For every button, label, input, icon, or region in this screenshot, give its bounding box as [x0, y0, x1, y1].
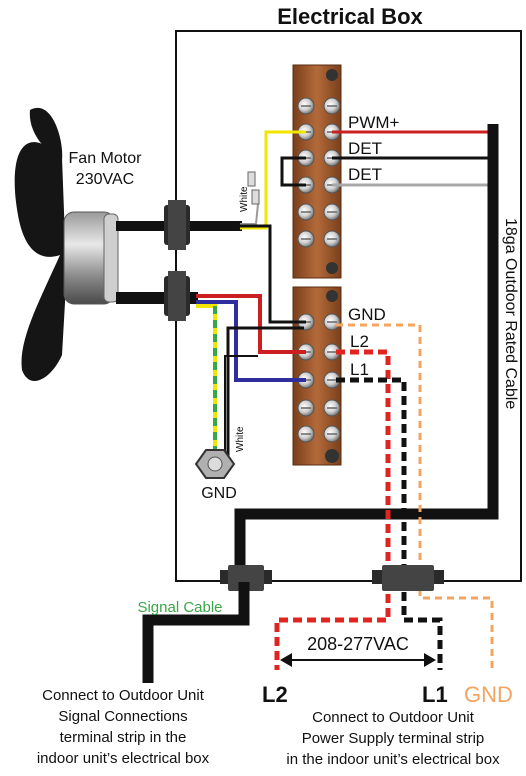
white-wire-label-top: White	[239, 186, 250, 212]
terminal-label-pwm: PWM+	[348, 113, 400, 132]
note-power-line-2: Power Supply terminal strip	[302, 730, 485, 747]
signal-cable-label: Signal Cable	[137, 599, 222, 616]
fan-blade-tip	[29, 107, 63, 160]
grommet-bottom-left	[220, 565, 272, 591]
wire-l1-black	[336, 377, 443, 670]
wire-det-jumper	[280, 156, 306, 187]
wire-yellow	[240, 130, 306, 230]
wire-nut-2	[247, 171, 256, 187]
note-signal-line-4: indoor unit’s electrical box	[37, 750, 210, 767]
ground-lug-label: GND	[201, 485, 237, 502]
wire-l2-red	[274, 349, 391, 670]
terminal-label-l2: L2	[350, 332, 369, 351]
note-signal-line-2: Signal Connections	[58, 708, 187, 725]
terminal-label-l1: L1	[350, 360, 369, 379]
fan-motor-label-1: Fan Motor	[69, 150, 143, 167]
terminal-label-gnd: GND	[348, 305, 386, 324]
white-wire-label-bottom: White	[235, 426, 246, 452]
bottom-label-l2: L2	[262, 682, 288, 707]
cable-18ga-label: 18ga Outdoor Rated Cable	[502, 218, 519, 409]
terminal-label-det-2: DET	[348, 165, 382, 184]
signal-cable	[142, 582, 250, 683]
fan-blade-icon	[14, 142, 66, 382]
bottom-label-l1: L1	[422, 682, 448, 707]
grommet-bottom-right	[372, 565, 444, 591]
fan-motor-cap	[103, 213, 119, 303]
diagram-title: Electrical Box	[277, 4, 423, 29]
wire-blue-l1	[196, 300, 306, 382]
wire-black-gnd	[226, 326, 304, 462]
note-power-line-3: in the indoor unit’s electrical box	[286, 751, 500, 768]
wire-red-l2	[196, 294, 306, 354]
wire-black-motor	[240, 224, 306, 324]
terminal-label-det-1: DET	[348, 139, 382, 158]
grommet-upper	[164, 200, 190, 250]
bottom-label-gnd: GND	[464, 682, 513, 707]
fan-motor-label-2: 230VAC	[76, 171, 134, 188]
ground-lug-icon	[194, 449, 236, 479]
wire-white-bottom	[224, 355, 258, 462]
note-signal-line-1: Connect to Outdoor Unit	[42, 687, 205, 704]
wire-nut-1	[251, 189, 260, 205]
voltage-arrow	[280, 653, 436, 667]
wire-white-top	[240, 203, 259, 225]
note-power-line-1: Connect to Outdoor Unit	[312, 709, 475, 726]
voltage-label: 208-277VAC	[307, 634, 409, 654]
electrical-box	[175, 30, 522, 582]
grommet-lower	[164, 271, 190, 321]
cable-18ga	[234, 124, 499, 574]
note-signal-line-3: terminal strip in the	[60, 729, 187, 746]
